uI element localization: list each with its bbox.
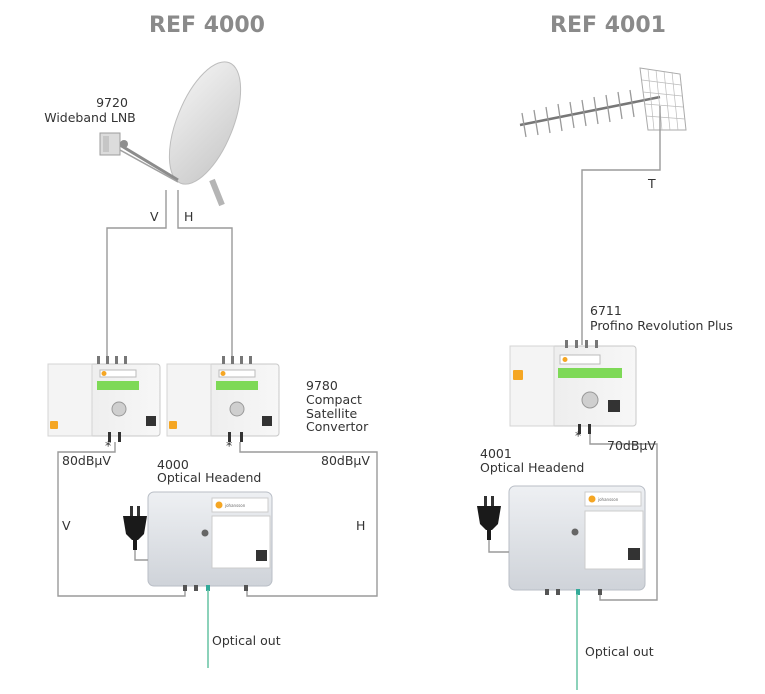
lnb-icon [99, 132, 128, 156]
terrestrial-antenna-icon [519, 67, 687, 138]
amplifier-name: Profino Revolution Plus [590, 318, 733, 333]
cable-amp-out [589, 434, 658, 601]
cable-h-out [239, 442, 378, 597]
ref-4000-title: REF 4000 [149, 13, 265, 38]
headend-4000-model: 4000 [157, 457, 189, 472]
convertor-name-line3: Convertor [306, 419, 369, 434]
convertor-model: 9780 [306, 378, 338, 393]
lnb-name: Wideband LNB [44, 110, 136, 125]
signal-h-label: H [184, 209, 193, 224]
svg-text:johansson: johansson [597, 497, 619, 502]
level-right-side: 70dBμV [607, 438, 656, 453]
headend-4001-model: 4001 [480, 446, 512, 461]
cable-t [581, 106, 661, 345]
convertor-unit-1 [47, 356, 161, 442]
headend-4000-name: Optical Headend [157, 470, 261, 485]
ref-4001-title: REF 4001 [550, 13, 666, 38]
lnb-model: 9720 [96, 95, 128, 110]
level-right: 80dBμV [321, 453, 370, 468]
cable-h [177, 190, 233, 362]
amplifier-model: 6711 [590, 303, 622, 318]
optical-out-left: Optical out [212, 633, 281, 648]
amplifier-star: * [575, 428, 581, 443]
cable-v-out [57, 442, 186, 597]
convertor-name-line2: Satellite [306, 406, 358, 421]
amplifier-unit [509, 340, 637, 434]
svg-text:johansson: johansson [224, 503, 246, 508]
optical-out-right: Optical out [585, 644, 654, 659]
cable-v [106, 190, 167, 362]
level-left: 80dBμV [62, 453, 111, 468]
side-v-label: V [62, 518, 71, 533]
power-plug-icon-right [477, 496, 509, 553]
optical-headend-4001: johansson [508, 485, 646, 595]
headend-4001-name: Optical Headend [480, 460, 584, 475]
convertor-unit-2 [166, 356, 280, 442]
optical-headend-4000: johansson [147, 491, 273, 591]
convertor-2-star: * [226, 438, 232, 453]
convertor-1-star: * [105, 438, 111, 453]
power-plug-icon [123, 506, 148, 561]
signal-v-label: V [150, 209, 159, 224]
side-h-label: H [356, 518, 365, 533]
antenna-signal-label: T [647, 176, 656, 191]
convertor-name-line1: Compact [306, 392, 362, 407]
satellite-dish-icon [119, 61, 242, 207]
